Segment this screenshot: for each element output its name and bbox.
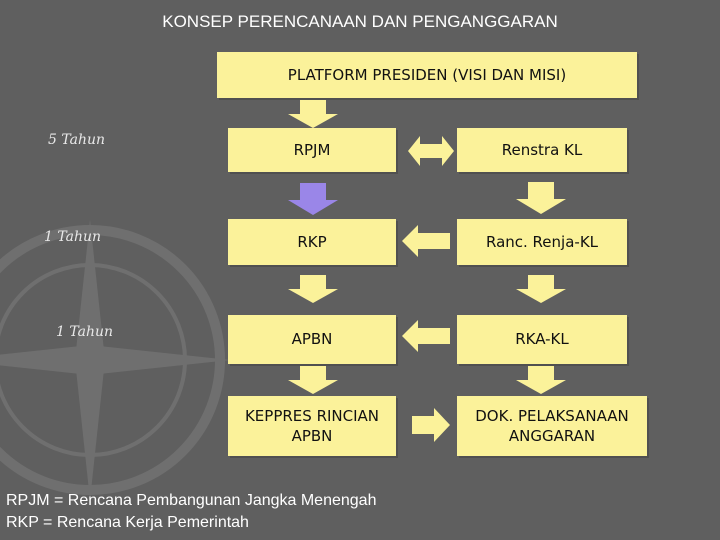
legend-rkp: RKP = Rencana Kerja Pemerintah [6,513,249,531]
renja-label: Ranc. Renja-KL [485,232,599,251]
down-arrow-rkp-apbn [288,275,338,303]
compass-watermark-icon [0,220,230,500]
platform-label: PLATFORM PRESIDEN (VISI DAN MISI) [287,65,567,84]
down-arrow-rka-dipa [516,366,566,394]
left-arrow-renja-rkp [402,225,450,257]
rkp-box: RKP [228,219,396,265]
rka-box: RKA-KL [457,315,627,364]
dipa-box: DOK. PELAKSANAAN ANGGARAN [457,396,647,456]
double-arrow-rpjm-renstra [408,136,454,166]
down-arrow-renja-rka [516,275,566,303]
rpjm-box: RPJM [228,128,396,172]
right-arrow-keppres-dipa [412,408,450,442]
diagram-title: KONSEP PERENCANAAN DAN PENGANGGARAN [162,12,558,31]
period-label-3: 1 Tahun [56,324,114,340]
down-arrow-apbn-keppres [288,366,338,394]
keppres-box: KEPPRES RINCIAN APBN [228,396,396,456]
renstra-label: Renstra KL [501,140,583,159]
left-arrow-rka-apbn [402,320,450,352]
legend: RPJM = Rencana Pembangunan Jangka Meneng… [6,490,376,533]
dipa-label: DOK. PELAKSANAAN ANGGARAN [475,406,629,445]
rkp-label: RKP [297,232,327,251]
renstra-box: Renstra KL [457,128,627,172]
apbn-box: APBN [228,315,396,364]
down-arrow-platform-rpjm [288,100,338,128]
period-label-1: 5 Tahun [48,132,106,148]
rka-label: RKA-KL [515,330,569,349]
legend-rpjm: RPJM = Rencana Pembangunan Jangka Meneng… [6,492,377,509]
apbn-label: APBN [291,330,333,349]
period-label-2: 1 Tahun [44,229,102,245]
renja-box: Ranc. Renja-KL [457,219,627,265]
keppres-label: KEPPRES RINCIAN APBN [244,406,380,445]
rpjm-label: RPJM [293,140,331,159]
down-arrow-renstra-renja [516,182,566,214]
platform-box: PLATFORM PRESIDEN (VISI DAN MISI) [217,52,637,98]
down-arrow-rpjm-rkp-highlight [288,183,338,215]
